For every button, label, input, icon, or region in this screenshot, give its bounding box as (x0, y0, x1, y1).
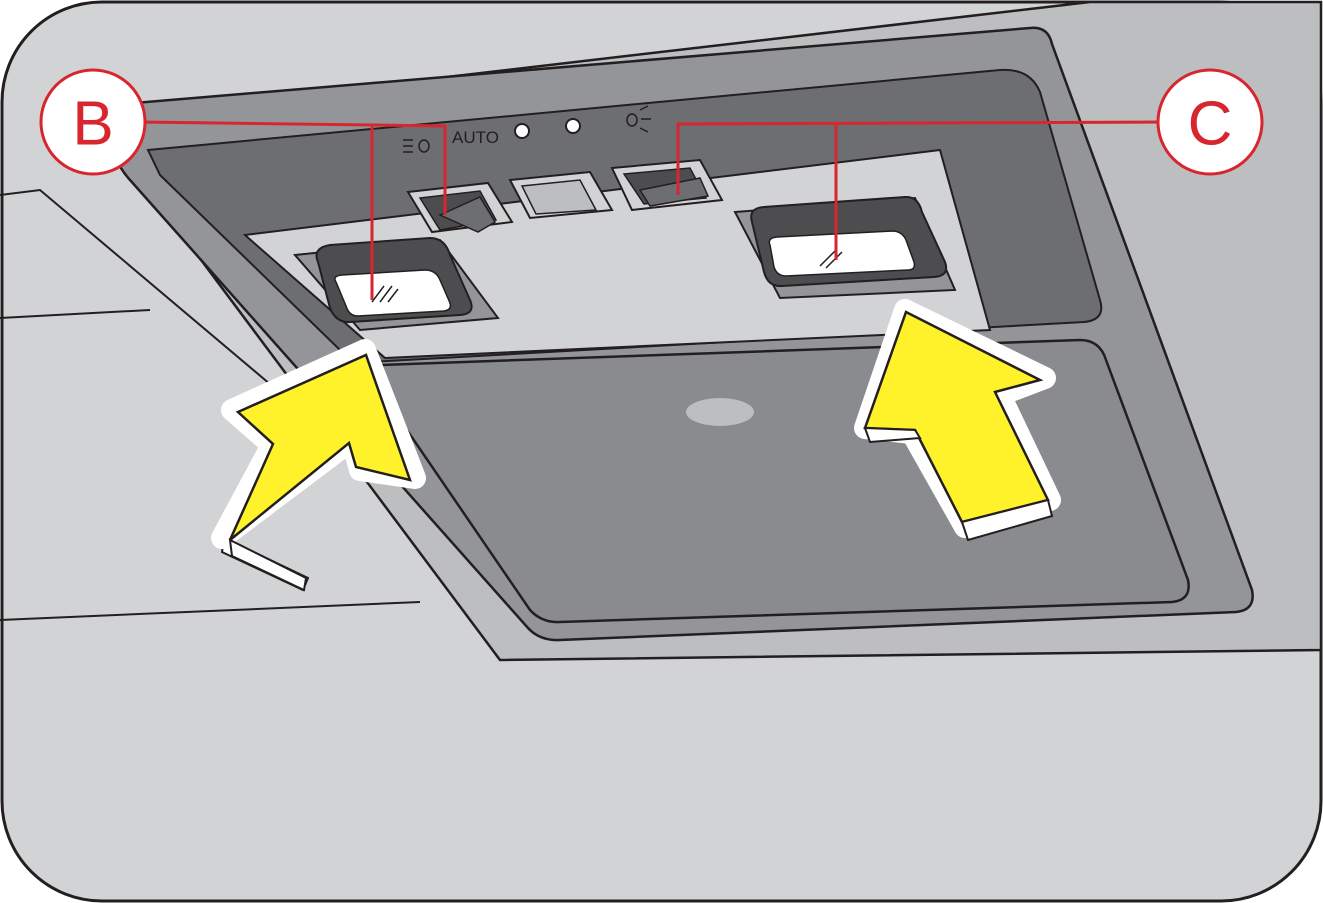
callout-c-label: C (1188, 90, 1233, 159)
arrow-right (854, 299, 1061, 542)
headliner-seam-mid (0, 309, 151, 319)
rear-window-glyph-icon (371, 285, 399, 303)
dome-light-on-icon (626, 105, 651, 133)
center-button[interactable] (508, 170, 614, 220)
left-map-light[interactable] (292, 236, 500, 332)
left-rocker-switch[interactable] (406, 181, 514, 234)
headliner-seam-upper (0, 188, 361, 461)
indicator-dot-left (514, 123, 530, 139)
headliner-seam-lower (0, 601, 421, 621)
callout-c: C (1156, 68, 1264, 176)
callout-b-leader (139, 120, 447, 300)
lens-sensor (686, 398, 754, 426)
auto-label: AUTO (452, 128, 499, 147)
right-rocker-switch[interactable] (610, 158, 724, 212)
right-map-light[interactable] (733, 195, 957, 300)
callout-b-label: B (72, 90, 113, 159)
arrow-left (211, 339, 426, 592)
dome-light-off-icon (403, 139, 430, 153)
indicator-dot-right (565, 118, 581, 134)
callout-c-leader (676, 120, 1163, 260)
callout-b: B (39, 68, 147, 176)
rear-window-glyph-icon (819, 249, 843, 269)
